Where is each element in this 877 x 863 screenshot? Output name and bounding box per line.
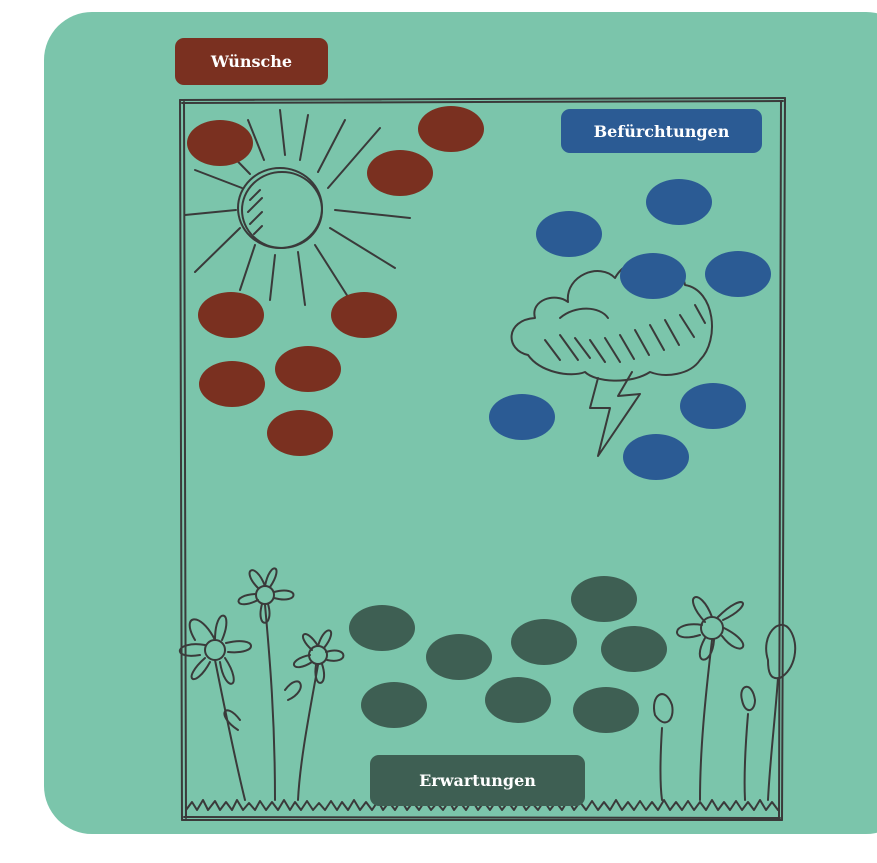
flowers-icon-right xyxy=(654,597,795,800)
wish-oval-8[interactable] xyxy=(267,410,333,456)
expectation-oval-3[interactable] xyxy=(511,619,577,665)
expectation-oval-8[interactable] xyxy=(573,687,639,733)
flowers-icon xyxy=(180,568,344,800)
fears-label: Befürchtungen xyxy=(561,109,762,153)
fear-oval-2[interactable] xyxy=(536,211,602,257)
expectation-oval-4[interactable] xyxy=(601,626,667,672)
wish-oval-3[interactable] xyxy=(367,150,433,196)
wish-oval-6[interactable] xyxy=(275,346,341,392)
fear-oval-7[interactable] xyxy=(623,434,689,480)
wish-oval-7[interactable] xyxy=(199,361,265,407)
expectations-label: Erwartungen xyxy=(370,755,585,806)
fear-oval-1[interactable] xyxy=(646,179,712,225)
expectation-oval-5[interactable] xyxy=(426,634,492,680)
expectation-oval-1[interactable] xyxy=(571,576,637,622)
wish-oval-2[interactable] xyxy=(418,106,484,152)
fear-oval-5[interactable] xyxy=(489,394,555,440)
fear-oval-3[interactable] xyxy=(620,253,686,299)
wish-oval-5[interactable] xyxy=(331,292,397,338)
wish-oval-1[interactable] xyxy=(187,120,253,166)
wishes-label: Wünsche xyxy=(175,38,328,85)
fear-oval-6[interactable] xyxy=(680,383,746,429)
fear-oval-4[interactable] xyxy=(705,251,771,297)
expectation-oval-2[interactable] xyxy=(349,605,415,651)
expectation-oval-7[interactable] xyxy=(485,677,551,723)
wish-oval-4[interactable] xyxy=(198,292,264,338)
expectation-oval-6[interactable] xyxy=(361,682,427,728)
